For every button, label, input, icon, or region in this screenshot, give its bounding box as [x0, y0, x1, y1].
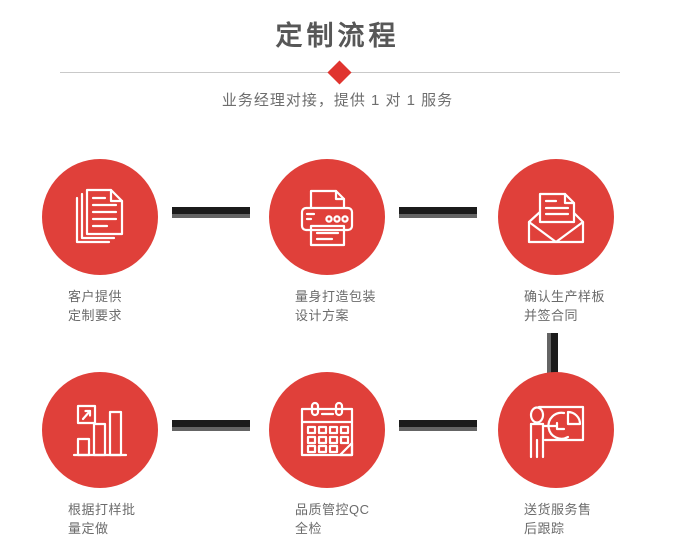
step-6-circle[interactable] [498, 372, 614, 488]
step-6-label: 送货服务售 后跟踪 [524, 502, 592, 536]
step-1-circle[interactable] [42, 159, 158, 275]
title-divider [60, 60, 620, 85]
documents-stack-icon [65, 182, 135, 252]
presenter-pie-chart-icon [521, 395, 591, 465]
step-4-label: 根据打样批 量定做 [68, 502, 136, 536]
connector-shadow [399, 214, 477, 218]
connector-shadow [547, 333, 551, 375]
step-4-circle[interactable] [42, 372, 158, 488]
connector-shadow [399, 427, 477, 431]
calendar-check-icon [292, 395, 362, 465]
step-5-circle[interactable] [269, 372, 385, 488]
diamond-icon [327, 60, 352, 85]
step-3-label: 确认生产样板 并签合同 [524, 289, 606, 323]
connector-bar [172, 207, 250, 214]
step-1-label: 客户提供 定制要求 [68, 289, 123, 323]
connector-step5-step6 [399, 420, 477, 431]
step-2-circle[interactable] [269, 159, 385, 275]
connector-bar [551, 333, 558, 375]
step-2-label: 量身打造包装 设计方案 [295, 289, 377, 323]
connector-step4-step5 [172, 420, 250, 431]
page-subtitle: 业务经理对接，提供 1 对 1 服务 [221, 92, 454, 109]
envelope-letter-icon [521, 182, 591, 252]
bar-chart-growth-icon [65, 395, 135, 465]
connector-bar [399, 207, 477, 214]
printer-icon [292, 182, 362, 252]
connector-shadow [172, 427, 250, 431]
connector-step3-step6 [547, 333, 558, 375]
connector-bar [172, 420, 250, 427]
step-3-circle[interactable] [498, 159, 614, 275]
connector-step2-step3 [399, 207, 477, 218]
connector-shadow [172, 214, 250, 218]
page-title: 定制流程 [275, 21, 400, 51]
step-5-label: 品质管控QC 全检 [295, 502, 370, 536]
connector-step1-step2 [172, 207, 250, 218]
connector-bar [399, 420, 477, 427]
